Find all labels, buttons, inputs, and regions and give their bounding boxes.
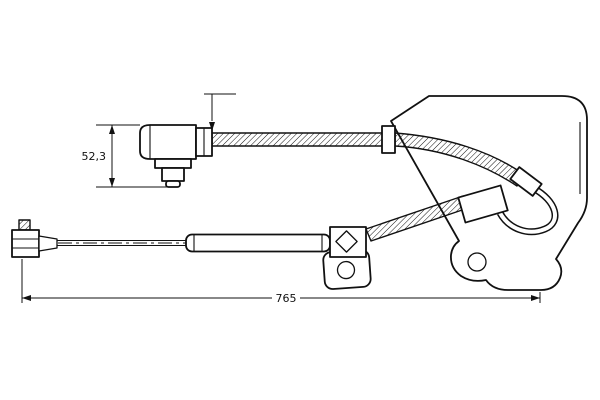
cable-grommet-fitting (509, 166, 543, 197)
connector-lock-tab (18, 219, 31, 231)
cable-loop-inner (498, 186, 557, 234)
cable-length-label: 765 (276, 292, 297, 305)
bracket-mounting-hole (467, 252, 487, 272)
speed-sensor (139, 124, 213, 188)
upper-corrugated-tube-straight (211, 132, 385, 147)
sensor-flange (154, 158, 192, 169)
sensor-height-label: 52,3 (82, 150, 107, 163)
arrow-down (109, 178, 115, 187)
dimension-sensor-height: 52,3 (82, 124, 170, 188)
sensor-tip (165, 180, 181, 188)
upper-corrugated-tube-curved (394, 132, 526, 187)
ref-arrow-down (209, 122, 215, 131)
mounting-bracket-outline (390, 95, 588, 291)
cable-protective-sleeve (185, 233, 331, 253)
connector-body (11, 229, 40, 258)
top-reference-line (204, 93, 236, 131)
cable-clamp-large (457, 184, 509, 224)
arrow-up (109, 125, 115, 134)
cable-clamp-small (381, 125, 396, 154)
sensor-body (139, 124, 197, 160)
electrical-connector (11, 219, 58, 258)
arrow-right (531, 295, 540, 301)
sensor-neck (161, 167, 185, 182)
junction-detail-diamond (335, 230, 358, 253)
lower-corrugated-tube (365, 195, 469, 242)
bracket-body-outline (390, 95, 588, 291)
upper-cable-run (211, 125, 559, 236)
dimension-cable-length: 765 (21, 259, 541, 305)
lower-cable-run (56, 195, 469, 290)
arrow-left (22, 295, 31, 301)
connector-neck (38, 235, 58, 252)
plate-bolt-hole (336, 260, 356, 280)
